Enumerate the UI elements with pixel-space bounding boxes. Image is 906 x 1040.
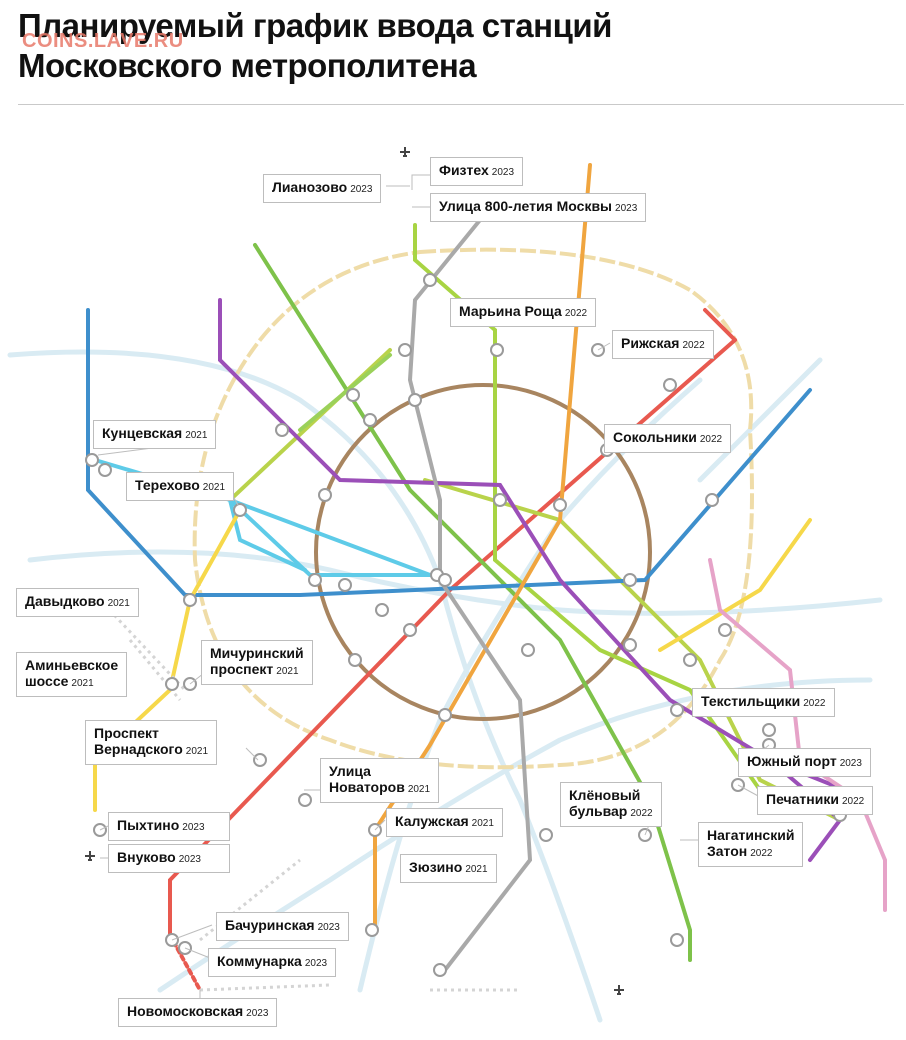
station-name: Калужская [395, 813, 469, 829]
station-year: 2022 [682, 340, 705, 351]
station-name: Кунцевская [102, 425, 183, 441]
station-name: Проспект [94, 725, 159, 741]
station-year: 2023 [246, 1008, 269, 1019]
airplane-icon [400, 147, 410, 157]
station-year: 2023 [182, 822, 205, 833]
station-year: 2021 [185, 746, 209, 757]
station-name: Пыхтино [117, 817, 180, 833]
title-divider [18, 104, 904, 105]
station-name: Новомосковская [127, 1003, 244, 1019]
station-year: 2022 [564, 308, 588, 319]
station-year: 2022 [750, 848, 773, 859]
station-name: Клёновый [569, 787, 641, 803]
station-year: 2022 [841, 796, 865, 807]
station-year: 2021 [107, 598, 130, 609]
station-year: 2021 [202, 482, 226, 493]
station-name-2: проспект [210, 661, 274, 677]
station-year: 2023 [178, 854, 201, 865]
station-year: 2023 [491, 167, 515, 178]
station-name: Лианозово [272, 179, 348, 195]
title-line-1: Планируемый график ввода станций [18, 7, 612, 44]
station-name: Давыдково [25, 593, 105, 609]
station-name: Мичуринский [210, 645, 304, 661]
orange-line [373, 163, 592, 932]
station-year: 2022 [803, 698, 826, 709]
station-name: Бачуринская [225, 917, 315, 933]
station-name: Сокольники [613, 429, 697, 445]
station-year: 2022 [699, 434, 723, 445]
station-year: 2021 [185, 430, 208, 441]
station-year: 2023 [304, 958, 328, 969]
koltsevaya-ring [314, 383, 652, 721]
bcl-ring-line [192, 247, 754, 770]
station-name: Южный порт [747, 753, 837, 769]
station-name: Улица [329, 763, 371, 779]
station-name-2: шоссе [25, 673, 69, 689]
station-year: 2021 [71, 678, 94, 689]
station-name: Печатники [766, 791, 839, 807]
station-name: Рижская [621, 335, 680, 351]
station-year: 2023 [615, 203, 638, 214]
station-name-2: Вернадского [94, 741, 183, 757]
station-year: 2021 [471, 818, 494, 829]
airplane-icon [85, 851, 95, 861]
station-year: 2021 [407, 784, 431, 795]
station-name: Внуково [117, 849, 176, 865]
page-title: Планируемый график ввода станций Московс… [18, 6, 798, 86]
station-year: 2023 [839, 758, 862, 769]
grey-line [407, 218, 533, 972]
station-name: Текстильщики [701, 693, 801, 709]
station-name: Улица 800-летия Москвы [439, 198, 613, 214]
green-line [253, 243, 692, 962]
station-name-2: бульвар [569, 803, 628, 819]
light-green-line [413, 223, 762, 792]
station-name: Терехово [135, 477, 200, 493]
watermark: COINS.LAVE.RU [22, 30, 184, 52]
station-year: 2022 [630, 808, 653, 819]
airplane-icon [614, 985, 624, 995]
station-name-2: Затон [707, 843, 748, 859]
station-name: Зюзино [409, 859, 463, 875]
station-name: Физтех [439, 162, 489, 178]
station-year: 2023 [317, 922, 340, 933]
station-year: 2021 [276, 666, 299, 677]
station-year: 2023 [350, 184, 373, 195]
station-year: 2021 [465, 864, 488, 875]
station-name: Марьина Роща [459, 303, 562, 319]
mcd-routes [7, 349, 883, 1023]
lightgreen-diag [298, 353, 392, 432]
station-name-2: Новаторов [329, 779, 405, 795]
title-line-2: Московского метрополитена [18, 47, 477, 84]
station-name: Коммунарка [217, 953, 302, 969]
station-name: Нагатинский [707, 827, 795, 843]
station-name: Аминьевское [25, 657, 119, 673]
